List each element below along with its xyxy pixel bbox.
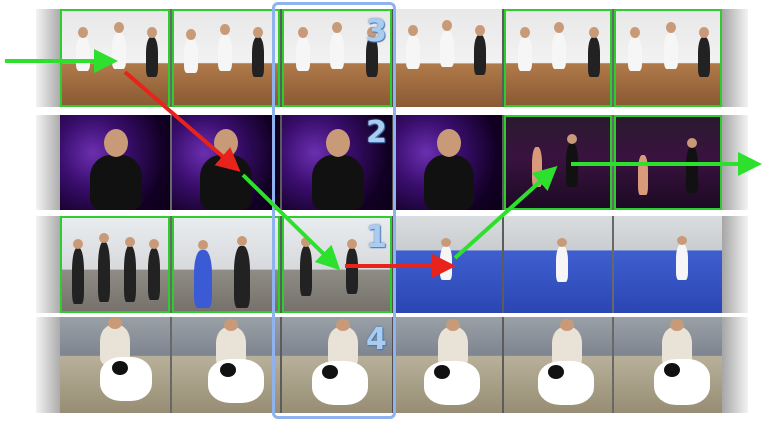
arrow-3-to-2	[125, 72, 236, 168]
arrow-karate-to-stage	[455, 170, 553, 258]
arrow-2-to-1	[243, 175, 336, 266]
